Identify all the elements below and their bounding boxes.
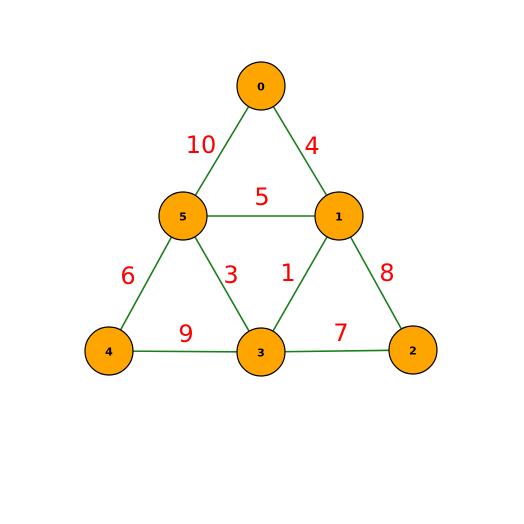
node-circle-2	[388, 325, 438, 375]
edge-weight-1-2: 8	[379, 259, 394, 287]
edge-weight-3-2: 7	[333, 319, 348, 347]
node-label-3: 3	[257, 347, 265, 360]
node-1: 1	[314, 191, 364, 241]
node-label-1: 1	[335, 211, 343, 224]
node-3: 3	[236, 327, 286, 377]
nodes-layer: 0 1 2 3 4 5	[84, 61, 438, 377]
edge-weight-0-1: 4	[304, 132, 319, 160]
edge-0-5	[182, 85, 262, 217]
node-circle-1	[314, 191, 364, 241]
edge-weight-4-3: 9	[178, 320, 193, 348]
node-circle-0	[236, 61, 286, 111]
edge-3-2	[260, 349, 414, 353]
edge-weight-0-5: 10	[186, 131, 217, 159]
edge-weight-5-1: 5	[254, 183, 269, 211]
edge-1-2	[338, 215, 414, 351]
edge-5-4	[108, 215, 184, 352]
node-0: 0	[236, 61, 286, 111]
node-2: 2	[388, 325, 438, 375]
edge-4-3	[108, 350, 262, 353]
node-label-4: 4	[105, 346, 113, 359]
edge-5-3	[182, 215, 262, 353]
edge-weight-1-3: 1	[280, 259, 295, 287]
edge-0-1	[260, 85, 340, 217]
node-circle-4	[84, 326, 134, 376]
edge-weight-5-4: 6	[120, 262, 135, 290]
node-5: 5	[158, 191, 208, 241]
edges-layer	[108, 85, 414, 353]
node-circle-3	[236, 327, 286, 377]
weights-layer: 10 4 5 6 3 1 8 9 7	[120, 131, 394, 348]
node-circle-5	[158, 191, 208, 241]
node-label-0: 0	[257, 81, 265, 94]
edge-1-3	[260, 215, 340, 353]
node-4: 4	[84, 326, 134, 376]
node-label-2: 2	[409, 345, 417, 358]
node-label-5: 5	[179, 211, 187, 224]
edge-weight-5-3: 3	[223, 261, 238, 289]
